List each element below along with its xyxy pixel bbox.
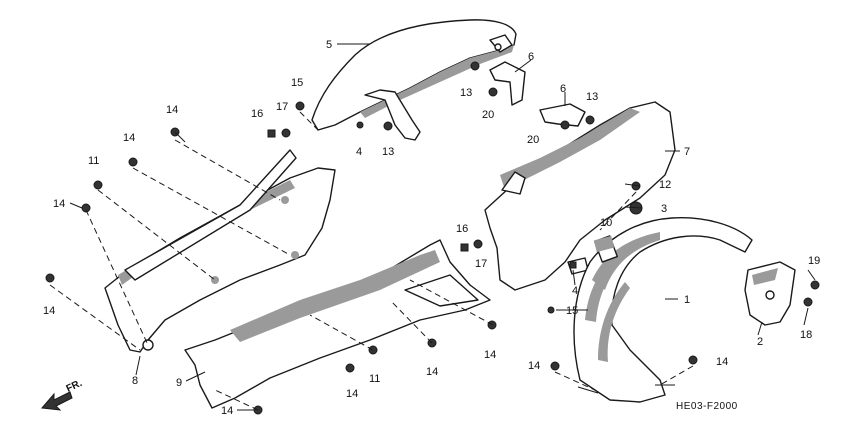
bolt-14-a	[170, 127, 186, 143]
callout-16b: 16	[456, 223, 468, 235]
bolt-14-i	[550, 361, 560, 371]
bolt-14-d	[45, 273, 55, 283]
bolt-14-j	[688, 355, 698, 365]
direction-label: FR.	[65, 378, 84, 395]
callout-18: 18	[800, 329, 812, 341]
bolt-20-a	[488, 87, 498, 97]
callout-2: 2	[757, 336, 763, 348]
callout-14e: 14	[484, 349, 496, 361]
front-direction-arrow: FR.	[41, 378, 84, 411]
bolt-14-b	[128, 157, 138, 167]
callout-14i: 14	[528, 360, 540, 372]
callout-12: 12	[659, 179, 671, 191]
callout-14g: 14	[346, 388, 358, 400]
leader-lines	[69, 43, 816, 411]
part-6-bracket-upper	[489, 61, 526, 106]
bolt-4-b	[569, 261, 577, 269]
callout-14a: 14	[166, 104, 178, 116]
callout-13a: 13	[382, 146, 394, 158]
bolt-17-b	[473, 239, 483, 249]
bolt-20-b	[560, 120, 570, 130]
assembly-lines	[49, 111, 694, 411]
callout-labels: 1 2 3 4 4 5 6 6 7 8 9 10 11 11 12 13 13 …	[43, 39, 820, 417]
part-5-rear-fender-cover	[311, 19, 517, 141]
callout-14j: 14	[716, 356, 728, 368]
bolt-4-a	[356, 121, 364, 129]
callout-1: 1	[684, 294, 690, 306]
callout-20b: 20	[527, 134, 539, 146]
fasteners	[45, 61, 820, 415]
callout-17b: 17	[475, 258, 487, 270]
part-7-right-body-cover	[484, 101, 676, 291]
callout-4a: 4	[356, 146, 362, 158]
callout-14d: 14	[43, 305, 55, 317]
callout-6b: 6	[560, 83, 566, 95]
part-2-bracket	[744, 261, 796, 326]
bolt-17-a	[281, 128, 291, 138]
bolt-18	[803, 297, 813, 307]
callout-14h: 14	[221, 405, 233, 417]
bolt-15-a	[295, 101, 305, 111]
callout-4b: 4	[572, 285, 578, 297]
callout-14c: 14	[53, 198, 65, 210]
bolt-15-b	[547, 306, 555, 314]
bolt-19	[810, 280, 820, 290]
bolt-11-a	[93, 180, 103, 190]
bolt-14-g	[345, 363, 355, 373]
bolt-16-a	[267, 129, 276, 138]
bolt-13-b	[470, 61, 480, 71]
part-6-bracket-lower	[539, 103, 586, 127]
callout-15b: 15	[566, 305, 578, 317]
callout-17a: 17	[276, 101, 288, 113]
callout-7: 7	[684, 146, 690, 158]
part-10-pad	[593, 235, 615, 253]
callout-15a: 15	[291, 77, 303, 89]
callout-6a: 6	[528, 51, 534, 63]
callout-13b: 13	[460, 87, 472, 99]
callout-8: 8	[132, 375, 138, 387]
callout-3: 3	[661, 203, 667, 215]
callout-5: 5	[326, 39, 332, 51]
callout-14b: 14	[123, 132, 135, 144]
callout-13c: 13	[586, 91, 598, 103]
diagram-code: HE03-F2000	[676, 401, 738, 412]
callout-14f: 14	[426, 366, 438, 378]
bolt-13-a	[383, 121, 393, 131]
bolt-16-b	[460, 243, 469, 252]
bolt-13-c	[585, 115, 595, 125]
callout-11a: 11	[88, 155, 99, 167]
callout-16a: 16	[251, 108, 263, 120]
callout-19: 19	[808, 255, 820, 267]
callout-20a: 20	[482, 109, 494, 121]
callout-11b: 11	[369, 373, 380, 385]
callout-9: 9	[176, 377, 182, 389]
callout-10: 10	[600, 217, 612, 229]
